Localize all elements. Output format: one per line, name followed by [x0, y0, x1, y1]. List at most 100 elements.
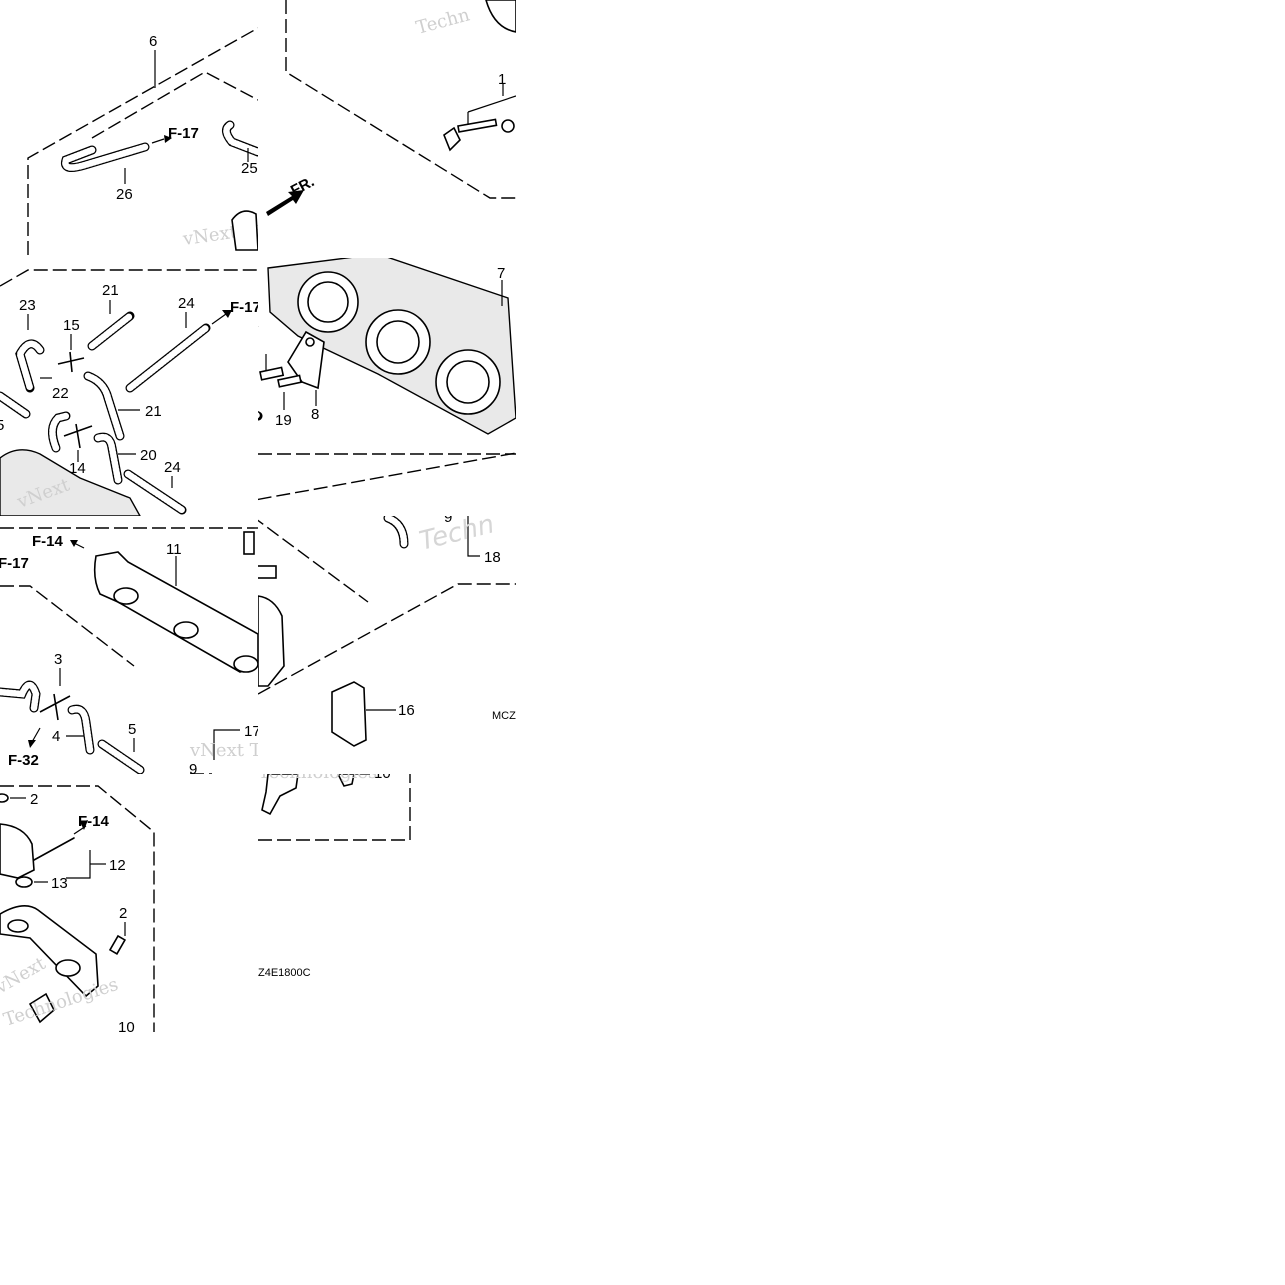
- arrow-head: [28, 740, 36, 748]
- connector-16: [331, 681, 367, 747]
- injector-10: [261, 774, 299, 816]
- throttle-bore-inner: [376, 320, 420, 364]
- label-26: 26: [116, 186, 133, 203]
- label-18: 18: [484, 549, 501, 566]
- hose-24b-texture: [124, 470, 186, 514]
- boundary-line: [0, 585, 135, 667]
- injector-seat: [7, 919, 29, 933]
- arrow-head: [70, 540, 78, 547]
- throttle-bore-inner: [307, 281, 349, 323]
- part-edge: [485, 0, 516, 33]
- label-3: 3: [54, 651, 62, 668]
- label-11: 11: [166, 541, 182, 558]
- label-20: 20: [140, 447, 157, 464]
- watermark: vNext: [0, 953, 50, 999]
- tile-middle-right-svg: 7 5 4 8 19: [258, 258, 516, 501]
- tile-lower-right-svg: 9 18 Techn 16 MCZ: [258, 516, 516, 747]
- tile-top-left: 6 26 F-17 25 vNext Technologies: [0, 0, 258, 258]
- label-22: 22: [52, 385, 69, 402]
- ref-f17: F-17: [0, 555, 29, 572]
- fitting-14: [63, 423, 93, 449]
- label-25: 25: [241, 160, 258, 177]
- label-23: 23: [19, 297, 36, 314]
- tile-bottom-left-svg: 2 F-14 12 13 2 vNext Technologi: [0, 785, 155, 1032]
- label-10: 10: [374, 774, 391, 782]
- hose-21b-texture: [84, 372, 124, 440]
- hose-24-texture: [126, 324, 210, 392]
- tile-middle-right: 7 5 4 8 19: [258, 258, 516, 516]
- front-arrow: [266, 190, 304, 216]
- label-5: 5: [0, 417, 4, 434]
- regulator-outlet: [33, 837, 75, 861]
- label-16: 16: [398, 702, 415, 719]
- fitting-3: [39, 693, 71, 721]
- throttle-body-edge: [231, 210, 258, 251]
- bracket-hole: [305, 337, 315, 347]
- pressure-regulator-12: [0, 823, 35, 879]
- injector-connector: [337, 774, 355, 787]
- boundary-line: [285, 0, 516, 199]
- hose-25-texture: [223, 121, 258, 156]
- hose-23-texture: [16, 340, 44, 392]
- label-14: 14: [69, 460, 86, 477]
- watermark: vNext Technologies: [189, 740, 258, 761]
- boundary-line: [91, 71, 258, 139]
- bolt-2: [108, 934, 127, 955]
- label-7: 7: [497, 265, 505, 282]
- injector: [28, 992, 55, 1024]
- boundary-line: [0, 269, 258, 287]
- boundary-line: [258, 583, 516, 695]
- drawing-code: MCZ: [492, 710, 516, 722]
- bolt-1-head: [443, 126, 461, 152]
- label-4: 4: [52, 728, 60, 745]
- leader-line: [213, 729, 240, 760]
- ref-f32: F-32: [8, 752, 39, 769]
- bolt: [243, 531, 255, 555]
- label-2: 2: [30, 791, 38, 808]
- nut-1: [501, 119, 515, 133]
- leader-line: [467, 95, 516, 113]
- ref-f17: F-17: [230, 299, 258, 316]
- label-15: 15: [63, 317, 80, 334]
- label-6: 6: [149, 33, 157, 50]
- boundary-line: [27, 27, 258, 255]
- intake-manifold-edge: [0, 449, 141, 516]
- leader-line: [66, 850, 91, 879]
- bolt-2: [0, 793, 9, 803]
- label-13: 13: [51, 875, 68, 892]
- ref-f14: F-14: [32, 533, 64, 550]
- fitting: [258, 565, 277, 579]
- hose-5-texture: [98, 740, 144, 774]
- hose-21a-texture: [88, 312, 134, 350]
- o-ring-13: [15, 876, 33, 888]
- arrow-head: [164, 135, 172, 143]
- label-9: 9: [189, 761, 197, 774]
- arrow-line: [151, 138, 165, 144]
- injector-seat: [55, 959, 81, 977]
- tile-top-left-svg: 6 26 F-17 25 vNext Technologies: [27, 27, 258, 255]
- arrow-line: [31, 727, 41, 743]
- label-10: 10: [118, 1019, 135, 1032]
- arrow-head: [222, 310, 232, 318]
- label-24: 24: [178, 295, 195, 312]
- tile-top-right-svg: Techn 1 FR.: [266, 0, 516, 216]
- label-2: 2: [119, 905, 127, 922]
- tile-lower-left-svg: F-17 F-14 11 3 4 5: [0, 527, 258, 774]
- boundary-line: [258, 774, 411, 841]
- tile-lower-right: 9 18 Techn 16 MCZ: [258, 516, 516, 774]
- label-1: 1: [498, 71, 506, 88]
- label-17: 17: [244, 723, 258, 740]
- throttle-bore-inner: [446, 360, 490, 404]
- label-24: 24: [164, 459, 181, 476]
- label-12: 12: [109, 857, 126, 874]
- drawing-code: Z4E1800C: [258, 967, 311, 979]
- boundary-line: [258, 519, 369, 603]
- hose-26-texture: [62, 143, 149, 171]
- hose-20-texture: [94, 433, 122, 484]
- tile-top-right: Techn 1 FR.: [258, 0, 516, 258]
- ref-f17: F-17: [168, 125, 199, 142]
- hose-9-texture: [384, 516, 408, 548]
- spring: [259, 366, 285, 381]
- hose-22-texture: [0, 392, 30, 418]
